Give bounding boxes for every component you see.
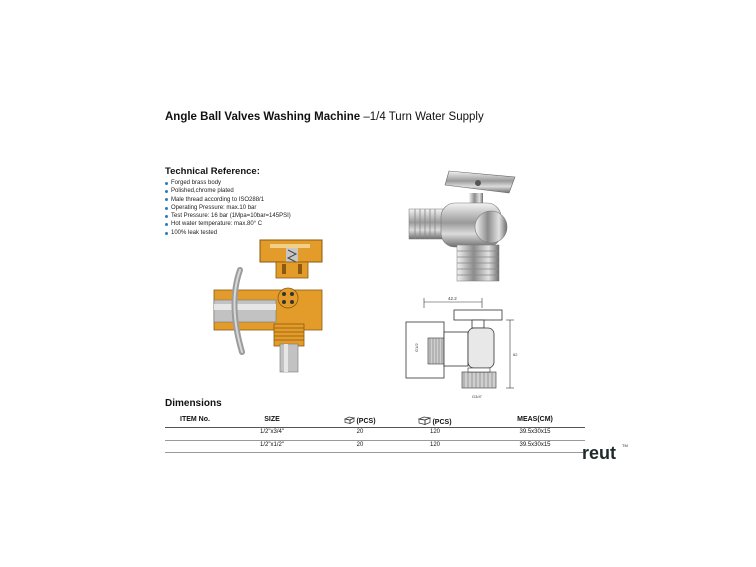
drawing-height-dim: 62 bbox=[513, 352, 518, 357]
cell-pcs-carton: 120 bbox=[429, 441, 440, 448]
tech-item: Male thread according to ISO288/1 bbox=[165, 196, 291, 204]
valve-technical-drawing: 42.2 G1/2 62 G3/4" bbox=[405, 296, 518, 399]
cell-size: 1/2"x1/2" bbox=[260, 441, 284, 448]
col-item-no: ITEM No. bbox=[180, 416, 210, 423]
cell-pcs-inner: 20 bbox=[356, 429, 364, 435]
tech-item: Test Pressure: 16 bar (1Mpa=10bar=145PSI… bbox=[165, 212, 291, 220]
page-title-rest: –1/4 Turn Water Supply bbox=[360, 111, 484, 123]
tech-item: Forged brass body bbox=[165, 179, 291, 187]
valve-cutaway-illustration bbox=[213, 239, 323, 373]
cell-size: 1/2"x3/4" bbox=[260, 429, 284, 435]
reut-logo: reut TM bbox=[582, 443, 628, 463]
col-pcs-inner: (PCS) bbox=[325, 416, 395, 425]
drawing-top-dim: 42.2 bbox=[448, 296, 457, 301]
table-header-row: ITEM No. SIZE (PCS) (PCS) MEAS(CM) bbox=[165, 414, 585, 428]
col-meas: MEAS(CM) bbox=[517, 416, 553, 423]
page-title: Angle Ball Valves Washing Machine –1/4 T… bbox=[165, 111, 484, 123]
dimensions-table: ITEM No. SIZE (PCS) (PCS) MEAS(CM) 1/2"x… bbox=[165, 414, 585, 453]
box-icon bbox=[344, 416, 356, 424]
tech-item: Operating Pressure: max.10 bar bbox=[165, 204, 291, 212]
cell-meas: 39.5x30x15 bbox=[519, 429, 551, 435]
dimensions-heading: Dimensions bbox=[165, 398, 222, 409]
technical-reference: Technical Reference: Forged brass body P… bbox=[165, 166, 291, 237]
tech-item: Polished,chrome plated bbox=[165, 187, 291, 195]
col-pcs-inner-label: (PCS) bbox=[356, 418, 376, 425]
page-title-bold: Angle Ball Valves Washing Machine bbox=[165, 111, 361, 123]
cell-pcs-carton: 120 bbox=[429, 429, 440, 435]
valve-product-photo bbox=[408, 170, 516, 282]
technical-reference-list: Forged brass body Polished,chrome plated… bbox=[165, 179, 291, 237]
col-pcs-carton-label: (PCS) bbox=[432, 419, 452, 426]
carton-icon bbox=[418, 416, 432, 425]
logo-mark: TM bbox=[622, 443, 628, 448]
col-size: SIZE bbox=[264, 416, 280, 423]
table-row: 1/2"x3/4" 20 120 39.5x30x15 bbox=[165, 428, 585, 441]
cell-meas: 39.5x30x15 bbox=[519, 441, 551, 448]
tech-item: Hot water temperature: max.80° C bbox=[165, 220, 291, 228]
drawing-thread-dim: G3/4" bbox=[472, 394, 483, 399]
logo-text: reut bbox=[582, 443, 616, 463]
technical-reference-heading: Technical Reference: bbox=[165, 166, 260, 177]
col-pcs-carton: (PCS) bbox=[400, 416, 470, 426]
drawing-left-dim: G1/2 bbox=[414, 343, 419, 352]
cell-pcs-inner: 20 bbox=[356, 441, 364, 448]
tech-item: 100% leak tested bbox=[165, 229, 291, 237]
table-row: 1/2"x1/2" 20 120 39.5x30x15 bbox=[165, 441, 585, 453]
